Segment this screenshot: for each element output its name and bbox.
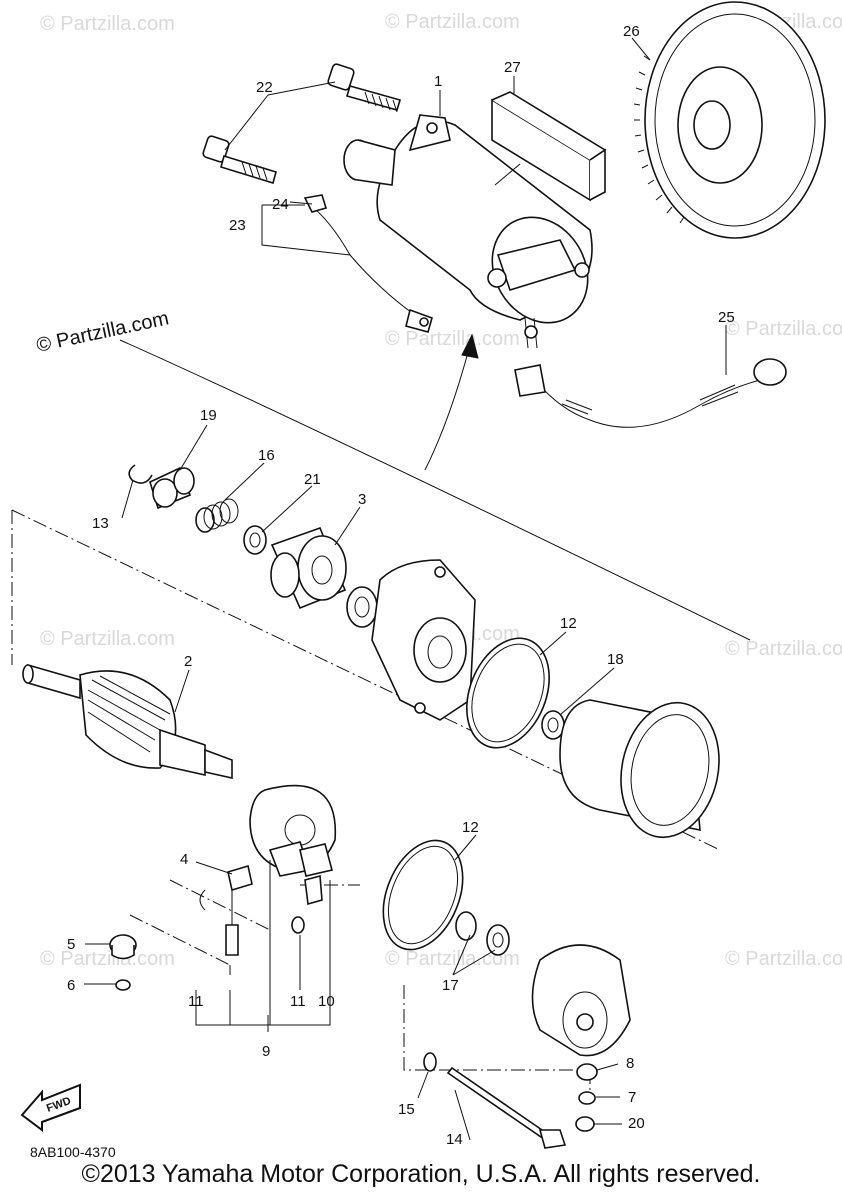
callout-22: 22 [256, 79, 273, 96]
watermark: © Partzilla.com [385, 328, 520, 350]
callout-21: 21 [304, 471, 321, 488]
rear-cover [531, 944, 631, 1057]
callout-6: 6 [67, 977, 75, 994]
callout-8: 8 [626, 1055, 634, 1072]
o-ring [466, 637, 550, 749]
front-cover [371, 559, 476, 721]
brush [199, 864, 253, 956]
callout-23: 23 [229, 217, 246, 234]
callout-27: 27 [504, 59, 521, 76]
callout-16: 16 [258, 447, 275, 464]
watermark: © Partzilla.com [40, 948, 175, 970]
watermark: © Partzilla.com [725, 318, 842, 340]
callout-9: 9 [262, 1043, 270, 1060]
callout-7: 7 [628, 1089, 636, 1106]
nut [575, 1116, 595, 1132]
assembly-bracket-line [119, 339, 751, 641]
callout-26: 26 [623, 23, 640, 40]
callout-24: 24 [272, 196, 289, 213]
collar [149, 466, 195, 510]
o-ring [423, 1052, 437, 1072]
callout-2: 2 [184, 653, 192, 670]
partzilla-watermark: © Partzilla.com [34, 307, 170, 357]
callouts: 1 2 3 4 5 6 7 8 9 10 11 11 11 12 12 13 1… [67, 23, 735, 1148]
watermark: © Partzilla.com [725, 948, 842, 970]
washer [541, 710, 565, 740]
armature [22, 663, 233, 779]
callout-11: 11 [290, 993, 306, 1010]
diagram-code: 8AB100-4370 [30, 1144, 116, 1160]
callout-3: 3 [358, 491, 366, 508]
o-ring [382, 839, 464, 951]
watermark: © Partzilla.com [40, 628, 175, 650]
callout-25: 25 [718, 309, 735, 326]
watermark: © Partzilla.com [385, 11, 520, 33]
callout-5: 5 [67, 936, 75, 953]
spring [195, 498, 239, 533]
callout-11: 11 [188, 993, 204, 1010]
copyright-notice: ©2013 Yamaha Motor Corporation, U.S.A. A… [81, 1160, 761, 1188]
bolt-upper [327, 63, 402, 113]
watermark: © Partzilla.com [40, 13, 175, 35]
nut [578, 1091, 596, 1105]
callout-20: 20 [628, 1115, 645, 1132]
assembly-arrow [424, 344, 471, 471]
exploded-parts [22, 464, 720, 1149]
pinion-clutch [270, 526, 347, 610]
watermark: © Partzilla.com [385, 948, 520, 970]
callout-12: 12 [560, 615, 577, 632]
callout-1: 1 [434, 73, 442, 90]
starter-motor-assembly [202, 1, 826, 428]
callout-12: 12 [462, 819, 479, 836]
washer [115, 979, 131, 991]
fwd-arrow-icon: FWD [20, 1083, 81, 1132]
callout-13: 13 [92, 515, 109, 532]
through-bolt [446, 1066, 547, 1139]
bolt-lower [202, 135, 277, 185]
brush-plate [249, 784, 337, 877]
callout-15: 15 [398, 1101, 415, 1118]
callout-19: 19 [200, 407, 217, 424]
callout-4: 4 [180, 851, 188, 868]
washer [243, 525, 267, 555]
nut [576, 1063, 598, 1081]
callout-18: 18 [607, 651, 624, 668]
callout-17: 17 [442, 977, 459, 994]
callout-14: 14 [446, 1131, 463, 1148]
watermark: © Partzilla.com [725, 638, 842, 660]
yoke [559, 699, 720, 839]
callout-10: 10 [318, 993, 335, 1010]
